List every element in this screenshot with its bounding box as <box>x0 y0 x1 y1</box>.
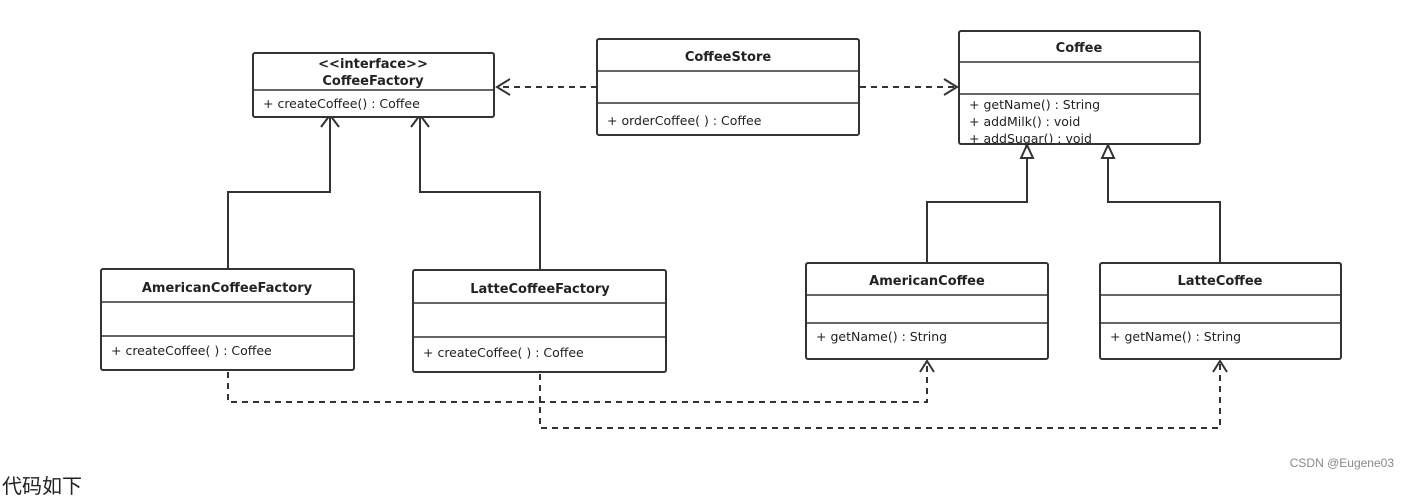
arrow-store-to-factory <box>495 78 511 96</box>
arrow-american-coffee-to-coffee <box>1019 142 1035 159</box>
class-name: CoffeeStore <box>685 50 772 65</box>
method-create-coffee: + createCoffee( ) : Coffee <box>111 343 272 358</box>
uml-class-diagram: <<interface>> CoffeeFactory + createCoff… <box>100 30 1342 429</box>
class-coffee-factory: <<interface>> CoffeeFactory + createCoff… <box>252 52 495 118</box>
watermark: CSDN @Eugene03 <box>1289 456 1394 470</box>
class-latte-coffee: LatteCoffee + getName() : String <box>1099 262 1342 360</box>
class-american-coffee: AmericanCoffee + getName() : String <box>805 262 1049 360</box>
class-latte-coffee-factory: LatteCoffeeFactory + createCoffee( ) : C… <box>412 269 667 373</box>
method-add-milk: + addMilk() : void <box>969 114 1080 129</box>
method-create-coffee: + createCoffee() : Coffee <box>263 96 420 111</box>
class-name: CoffeeFactory <box>322 74 424 89</box>
method-create-coffee: + createCoffee( ) : Coffee <box>423 345 584 360</box>
method-get-name: + getName() : String <box>816 329 947 344</box>
edge-latte-coffee-to-coffee <box>1107 158 1221 263</box>
class-name: LatteCoffee <box>1178 274 1263 289</box>
edge-american-coffee-to-coffee <box>926 158 1028 263</box>
method-order-coffee: + orderCoffee( ) : Coffee <box>607 113 762 128</box>
method-add-sugar: + addSugar() : void <box>969 131 1092 146</box>
class-name: AmericanCoffeeFactory <box>142 281 313 296</box>
stereotype-label: <<interface>> <box>318 57 428 72</box>
arrow-latte-factory-to-latte-coffee <box>1212 359 1228 373</box>
arrow-american-factory-to-american-coffee <box>919 359 935 373</box>
class-coffee: Coffee + getName() : String + addMilk() … <box>958 30 1201 146</box>
bottom-caption: 代码如下 <box>2 474 82 498</box>
arrow-store-to-coffee <box>943 78 959 96</box>
method-get-name: + getName() : String <box>1110 329 1241 344</box>
class-coffee-store: CoffeeStore + orderCoffee( ) : Coffee <box>596 38 860 136</box>
edge-latte-factory-to-latte-coffee <box>539 362 1221 429</box>
edge-american-factory-to-american-coffee <box>227 362 928 403</box>
method-get-name: + getName() : String <box>969 97 1100 112</box>
arrow-latte-coffee-to-coffee <box>1100 142 1116 159</box>
class-american-coffee-factory: AmericanCoffeeFactory + createCoffee( ) … <box>100 268 355 371</box>
class-name: LatteCoffeeFactory <box>470 282 610 297</box>
edge-american-factory-to-factory <box>227 116 331 269</box>
class-name: AmericanCoffee <box>869 274 985 289</box>
edge-latte-factory-to-factory <box>419 116 541 270</box>
class-name: Coffee <box>1056 41 1103 56</box>
